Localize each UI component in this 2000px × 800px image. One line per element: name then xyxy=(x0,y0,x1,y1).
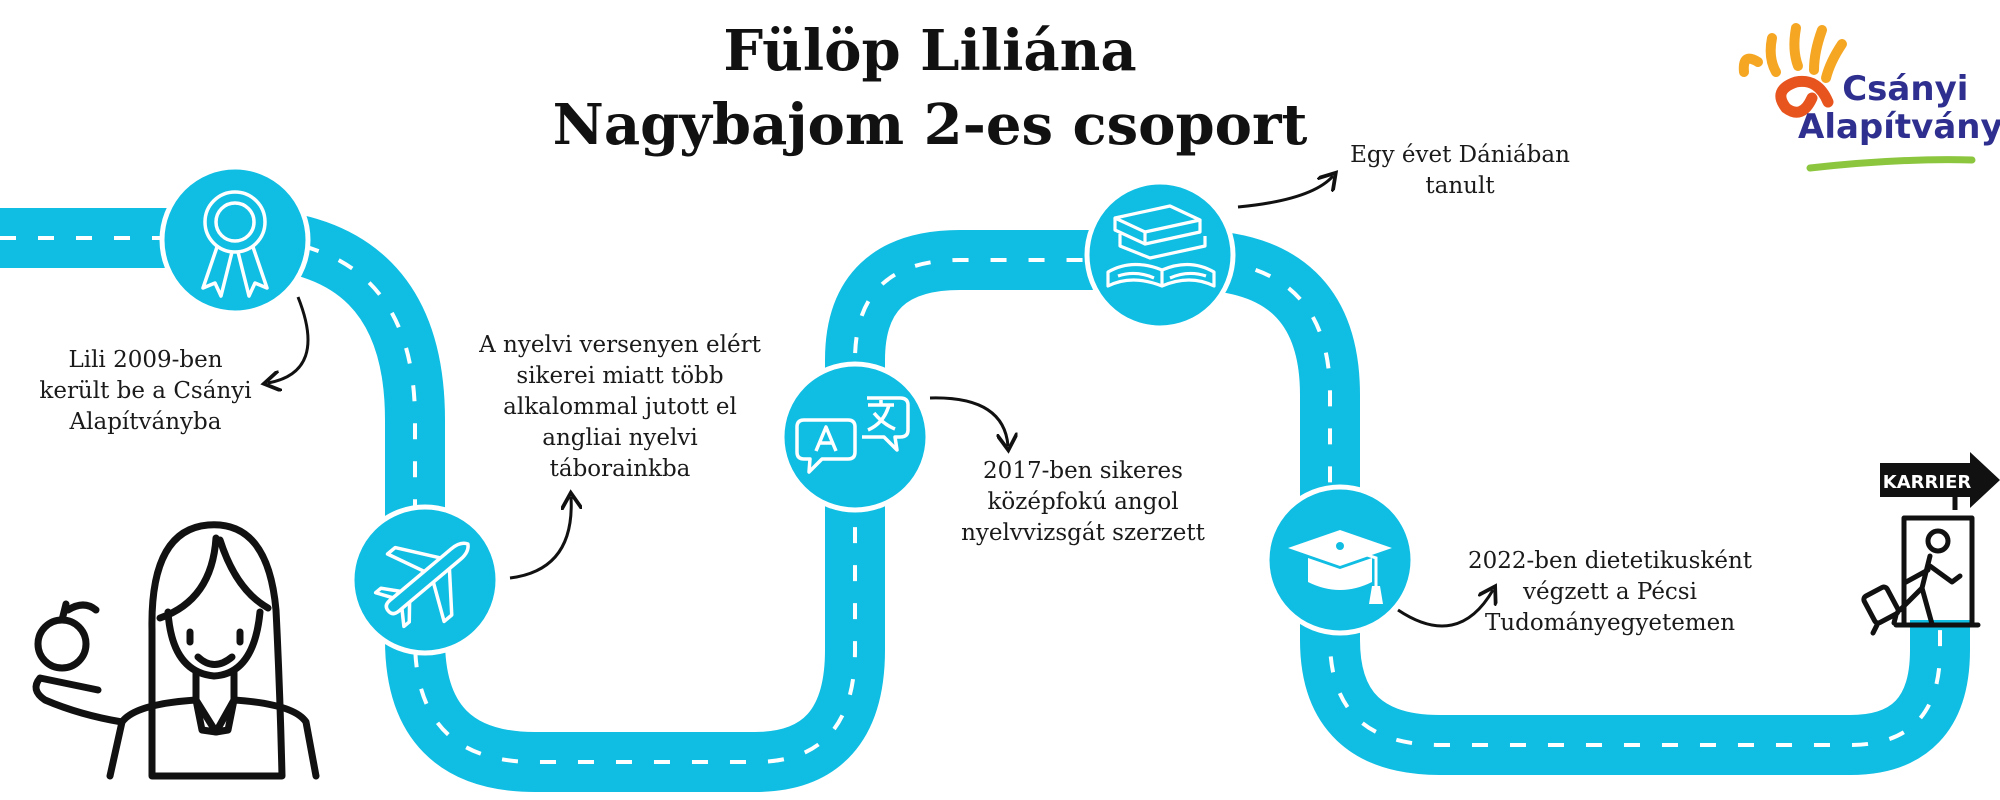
logo-line-1: Csányi xyxy=(1842,69,1969,109)
milestone-award xyxy=(159,164,311,316)
title-name: Fülöp Liliána xyxy=(723,18,1137,84)
caption-foundation: Lili 2009-ben került be a Csányi Alapítv… xyxy=(39,347,252,435)
graduation-cap-icon xyxy=(1288,530,1392,604)
woman-with-apple-icon xyxy=(32,521,320,780)
milestone-books xyxy=(1084,179,1236,331)
arrow-denmark xyxy=(1237,176,1333,209)
connector-arrows xyxy=(268,176,1493,628)
books-icon xyxy=(1106,204,1216,288)
career-sign-label: KARRIER xyxy=(1882,472,1972,493)
milestone-translate xyxy=(779,361,931,513)
traveler-exit-door-icon xyxy=(1861,515,1981,636)
caption-language-exam: 2017-ben sikeres középfokú angol nyelvvi… xyxy=(961,458,1205,546)
award-ribbon-icon xyxy=(201,190,269,298)
caption-denmark: Egy évet Dániában tanult xyxy=(1350,142,1570,199)
arrow-language-competitions xyxy=(509,497,571,580)
csanyi-logo xyxy=(1738,23,1976,172)
milestone-airplane xyxy=(349,504,501,656)
logo-text: Csányi Alapítvány xyxy=(1798,69,2000,146)
airplane-icon xyxy=(373,541,470,629)
arrow-language-exam xyxy=(929,396,1008,446)
caption-graduation: 2022-ben dietetikusként végzett a Pécsi … xyxy=(1467,548,1753,636)
translate-icon xyxy=(795,396,910,474)
caption-language-competitions: A nyelvi versenyen elért sikerei miatt t… xyxy=(479,332,761,482)
milestone-graduation xyxy=(1264,484,1416,636)
title-group: Nagybajom 2-es csoport xyxy=(552,92,1308,158)
arrow-graduation xyxy=(1397,590,1493,628)
logo-line-2: Alapítvány xyxy=(1798,107,2000,147)
road-center-line xyxy=(0,236,1942,764)
arrow-foundation xyxy=(268,296,310,383)
career-sign xyxy=(1880,452,2000,510)
